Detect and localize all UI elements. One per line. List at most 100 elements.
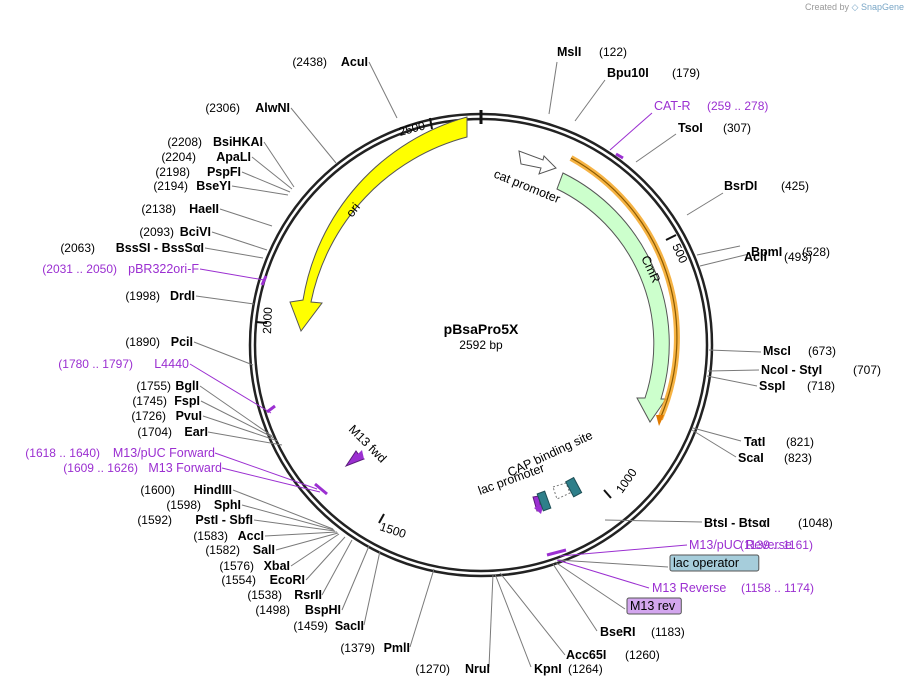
enzyme-site-label[interactable]: BglI [175, 379, 199, 393]
primer-site-label[interactable]: CAT-R [654, 99, 691, 113]
lac-promoter-region[interactable] [532, 476, 583, 514]
site-position-label: (259 .. 278) [707, 99, 768, 113]
site-position-label: (2031 .. 2050) [42, 262, 117, 276]
credit-brand: SnapGene [860, 2, 904, 12]
primer-site-label[interactable]: M13/pUC Reverse [689, 538, 792, 552]
enzyme-site-label[interactable]: BsrDI [724, 179, 757, 193]
leader-line [548, 61, 558, 115]
leader-line [193, 341, 254, 366]
enzyme-site-label[interactable]: TsoI [678, 121, 703, 135]
leader-line [706, 375, 758, 387]
tick-label-2500: 2500 [397, 118, 427, 139]
enzyme-site-label[interactable]: FspI [174, 394, 200, 408]
cap-binding-site-box [565, 476, 583, 498]
enzyme-site-label[interactable]: HindIII [194, 483, 232, 497]
cmr-arrow[interactable] [556, 172, 670, 423]
site-position-label: (1048) [798, 516, 833, 530]
leader-line [221, 467, 321, 493]
feature-box[interactable] [669, 554, 760, 572]
cat-promoter-arrow[interactable] [518, 150, 557, 175]
site-position-label: (1890) [125, 335, 160, 349]
leader-line [499, 572, 566, 656]
leader-line [604, 519, 703, 523]
enzyme-site-label[interactable]: BciVI [180, 225, 211, 239]
enzyme-site-label[interactable]: BseRI [600, 625, 635, 639]
enzyme-site-label[interactable]: BsiHKAI [213, 135, 263, 149]
enzyme-site-label[interactable]: DrdI [170, 289, 195, 303]
enzyme-site-label[interactable]: SacII [335, 619, 364, 633]
enzyme-site-label[interactable]: BseYI [196, 179, 231, 193]
site-position-label: (2093) [139, 225, 174, 239]
site-position-label: (1592) [137, 513, 172, 527]
leader-line [368, 61, 398, 119]
site-position-label: (425) [781, 179, 809, 193]
site-position-label: (718) [807, 379, 835, 393]
leader-line [707, 369, 760, 372]
enzyme-site-label[interactable]: AcuI [341, 55, 368, 69]
site-position-label: (528) [802, 245, 830, 259]
leader-line [251, 156, 293, 190]
enzyme-site-label[interactable]: MslI [557, 45, 581, 59]
site-position-label: (707) [853, 363, 881, 377]
leader-line [708, 349, 762, 353]
feature-box-label: M13 rev [630, 599, 676, 613]
enzyme-site-label[interactable]: AclI [744, 250, 767, 264]
enzyme-site-label[interactable]: NruI [465, 662, 490, 676]
enzyme-site-label[interactable]: ScaI [738, 451, 764, 465]
enzyme-site-label[interactable]: KpnI [534, 662, 562, 676]
site-position-label: (1260) [625, 648, 660, 662]
primer-site-label[interactable]: M13 Reverse [652, 581, 726, 595]
site-position-label: (1498) [255, 603, 290, 617]
site-position-label: (1139 .. 1161) [740, 538, 813, 552]
enzyme-site-label[interactable]: ApaLI [216, 150, 251, 164]
site-position-label: (2306) [205, 101, 240, 115]
enzyme-site-label[interactable]: SalI [253, 543, 275, 557]
site-position-label: (1998) [125, 289, 160, 303]
leader-line [232, 489, 334, 530]
tick-mark [255, 321, 268, 324]
enzyme-site-label[interactable]: AccI [238, 529, 264, 543]
enzyme-site-label[interactable]: PspFI [207, 165, 241, 179]
enzyme-site-label[interactable]: SspI [759, 379, 785, 393]
enzyme-site-label[interactable]: BtsI - BtsαI [704, 516, 770, 530]
enzyme-site-label[interactable]: TatI [744, 435, 765, 449]
site-position-label: (1554) [221, 573, 256, 587]
primer-site-label[interactable]: L4440 [154, 357, 189, 371]
leader-line [305, 536, 346, 581]
ori-arrow[interactable] [289, 116, 468, 333]
site-position-label: (179) [672, 66, 700, 80]
enzyme-site-label[interactable]: PmlI [384, 641, 410, 655]
site-position-label: (307) [723, 121, 751, 135]
enzyme-site-label[interactable]: MscI [763, 344, 791, 358]
enzyme-site-label[interactable]: NcoI - StyI [761, 363, 822, 377]
leader-line [199, 268, 265, 281]
site-position-label: (1745) [132, 394, 167, 408]
primer-site-label[interactable]: pBR322ori-F [128, 262, 199, 276]
leader-line [211, 231, 268, 251]
primer-site-label[interactable]: M13 Forward [148, 461, 222, 475]
enzyme-site-label[interactable]: PstI - SbfI [195, 513, 253, 527]
enzyme-site-label[interactable]: HaeII [189, 202, 219, 216]
enzyme-site-label[interactable]: Bpu10I [607, 66, 649, 80]
primer-site-label[interactable]: M13/pUC Forward [113, 446, 215, 460]
site-position-label: (1755) [136, 379, 171, 393]
enzyme-site-label[interactable]: AlwNI [255, 101, 290, 115]
plasmid-name: pBsaPro5X [444, 321, 519, 337]
enzyme-site-label[interactable]: Acc65I [566, 648, 606, 662]
feature-box[interactable] [626, 597, 682, 615]
enzyme-site-label[interactable]: BssSI - BssSαI [116, 241, 204, 255]
site-position-label: (1538) [247, 588, 282, 602]
leader-line [686, 192, 724, 216]
enzyme-site-label[interactable]: BspHI [305, 603, 341, 617]
enzyme-site-label[interactable]: BpmI [751, 245, 782, 259]
enzyme-site-label[interactable]: RsrII [294, 588, 322, 602]
primer-mark-m13-forward [314, 482, 328, 496]
enzyme-site-label[interactable]: EarI [184, 425, 208, 439]
enzyme-site-label[interactable]: PvuI [176, 409, 202, 423]
enzyme-site-label[interactable]: PciI [171, 335, 193, 349]
credit-prefix: Created by [804, 2, 849, 12]
enzyme-site-label[interactable]: SphI [214, 498, 241, 512]
enzyme-site-label[interactable]: EcoRI [270, 573, 305, 587]
enzyme-site-label[interactable]: XbaI [264, 559, 290, 573]
ori-label: ori [343, 200, 363, 220]
